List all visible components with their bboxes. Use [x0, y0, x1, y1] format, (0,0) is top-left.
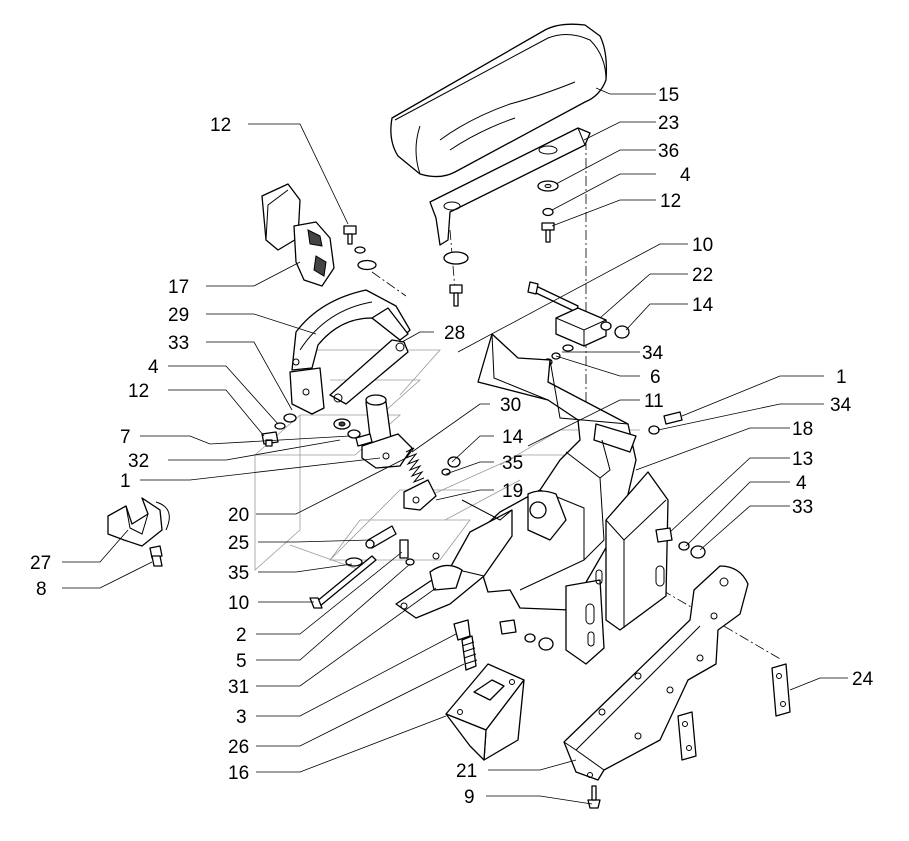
armrest-cushion: [390, 23, 608, 178]
hinge-block: [555, 307, 630, 347]
damper: [453, 619, 478, 671]
callout-1-right: 1: [836, 367, 847, 388]
callout-35-left: 35: [228, 563, 249, 584]
callout-33-left: 33: [168, 333, 189, 354]
bolt-bottom: [587, 785, 601, 809]
callout-36: 36: [658, 141, 679, 162]
rubber-mount: [445, 663, 525, 761]
callout-4-right: 4: [796, 473, 807, 494]
callout-4-left: 4: [148, 357, 159, 378]
callout-1-left: 1: [120, 471, 131, 492]
callout-7: 7: [120, 427, 131, 448]
control-lever: [261, 183, 335, 287]
callout-2: 2: [236, 625, 247, 646]
callout-5: 5: [236, 651, 247, 672]
callout-20: 20: [228, 505, 249, 526]
callout-9: 9: [464, 787, 475, 808]
callout-12-top-left: 12: [210, 115, 231, 136]
callout-14-upper: 14: [692, 295, 714, 316]
leader-lines: [62, 87, 848, 805]
callout-33-right: 33: [792, 497, 813, 518]
lever-fasteners: [343, 225, 377, 271]
right-fasteners: [499, 527, 706, 651]
callout-labels: 12 17 29 33 4 12 7 32 1 20 25 35 10 2 5 …: [30, 85, 874, 808]
spacer-plates: [677, 663, 791, 761]
callout-22: 22: [692, 265, 713, 286]
callout-23: 23: [658, 113, 679, 134]
long-bolt-lower: [309, 555, 377, 609]
callout-31: 31: [228, 677, 249, 698]
callout-10-lower: 10: [228, 593, 249, 614]
callout-17: 17: [168, 277, 189, 298]
callout-11: 11: [644, 391, 664, 412]
main-frame: [469, 333, 637, 611]
callout-24: 24: [852, 669, 874, 690]
callout-4-top-right: 4: [680, 165, 691, 186]
spring: [403, 447, 437, 511]
lever-side-plate: [289, 367, 325, 415]
callout-32: 32: [128, 451, 149, 472]
callout-34-right: 34: [830, 395, 852, 416]
curved-console-cover: [291, 289, 411, 371]
callout-34-mid: 34: [642, 343, 664, 364]
callout-13: 13: [792, 449, 813, 470]
callout-12-left: 12: [128, 381, 149, 402]
callout-14-mid: 14: [502, 427, 524, 448]
callout-8: 8: [36, 579, 47, 600]
callout-27: 27: [30, 553, 51, 574]
side-mounting-plate: [563, 565, 749, 781]
long-bolt-upper: [527, 281, 579, 313]
callout-16: 16: [228, 763, 249, 784]
upper-right-fasteners: [648, 411, 683, 435]
callout-15: 15: [658, 85, 679, 106]
callout-35-mid: 35: [502, 453, 523, 474]
armrest-bracket: [429, 127, 591, 246]
clip-and-screw: [107, 497, 170, 567]
callout-30: 30: [500, 395, 521, 416]
callout-26: 26: [228, 737, 249, 758]
callout-6: 6: [650, 367, 661, 388]
lower-base-bracket: [395, 499, 513, 619]
callout-25: 25: [228, 533, 249, 554]
callout-21: 21: [456, 761, 477, 782]
callout-18: 18: [792, 419, 813, 440]
frame-leg: [565, 471, 669, 665]
lever-pivot-column: [333, 394, 413, 469]
callout-29: 29: [168, 305, 189, 326]
callout-28: 28: [444, 323, 465, 344]
callout-10-upper: 10: [692, 235, 713, 256]
pivot-pin: [365, 525, 397, 549]
bracket-fasteners: [443, 180, 559, 307]
callout-12-top-right: 12: [660, 191, 681, 212]
link-arm: [329, 339, 409, 405]
callout-19: 19: [502, 481, 523, 502]
callout-3: 3: [236, 707, 247, 728]
left-fasteners: [261, 413, 297, 447]
